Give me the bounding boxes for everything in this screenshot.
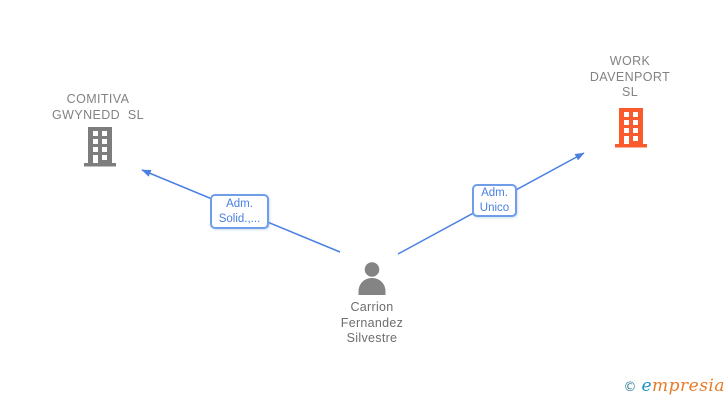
copyright-icon: © — [623, 380, 637, 395]
company-label-work-davenport: WORK DAVENPORT SL — [589, 54, 671, 99]
relation-label-adm-unico[interactable]: Adm. Unico — [472, 184, 517, 217]
building-icon[interactable] — [83, 127, 117, 167]
building-icon[interactable] — [614, 108, 648, 148]
person-label-carrion-fernandez: Carrion Fernandez Silvestre — [340, 300, 404, 345]
company-label-comitiva-gwynedd: COMITIVA GWYNEDD SL — [52, 92, 144, 122]
person-icon[interactable] — [354, 261, 390, 297]
brand-wordmark: empresia — [641, 376, 725, 396]
relation-label-adm-solid[interactable]: Adm. Solid.,... — [210, 194, 269, 229]
brand-initial: e — [641, 376, 652, 396]
brand-rest: mpresia — [652, 376, 725, 396]
empresia-logo: © empresia — [623, 376, 725, 396]
